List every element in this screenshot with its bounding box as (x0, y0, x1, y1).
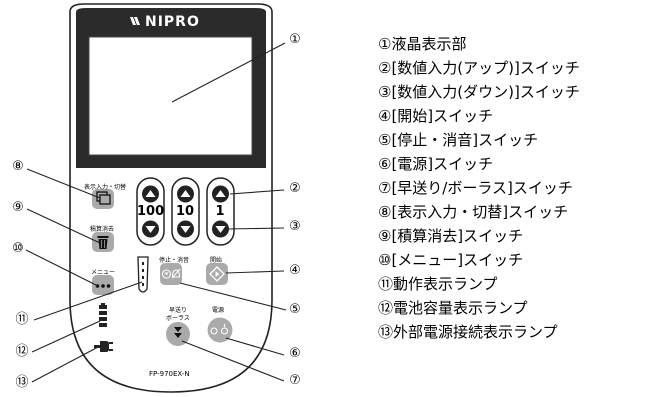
callout-4: ④ (289, 263, 301, 278)
clear-label: 積算消去 (90, 226, 115, 233)
digit-1-label: 1 (215, 204, 225, 219)
brand-logo: NIPRO (129, 14, 214, 32)
legend-item: ⑨[積算消去]スイッチ (378, 227, 524, 245)
fast-bolus-icon[interactable] (166, 322, 190, 346)
menu-label: メニュー (91, 269, 116, 276)
plug-icon (94, 341, 113, 352)
callout-11: ⑪ (15, 312, 29, 327)
leader-line-8 (26, 168, 101, 199)
callout-3: ③ (289, 219, 301, 234)
callout-1: ① (289, 32, 301, 47)
legend-list: ①液晶表示部 ②[数値入力(アップ)]スイッチ ③[数値入力(ダウン)]スイッチ… (378, 33, 580, 343)
callout-2: ② (289, 181, 301, 196)
callout-8: ⑧ (12, 159, 24, 174)
leader-line-1 (171, 42, 286, 103)
leader-line-12 (31, 320, 101, 353)
model-name: FP-970EX-N (149, 370, 190, 378)
callout-13: ⑬ (15, 375, 29, 390)
digit-10-label: 10 (175, 204, 195, 219)
legend-item: ⑧[表示入力・切替]スイッチ (378, 203, 569, 221)
start-icon[interactable] (206, 263, 228, 285)
legend-item: ⑬外部電源接続表示ランプ (378, 323, 558, 341)
lcd-screen (88, 36, 253, 156)
leader-line-3 (225, 227, 285, 230)
operation-lamp-icon (137, 256, 149, 293)
legend-item: ②[数値入力(アップ)]スイッチ (378, 59, 580, 77)
leader-line-6 (225, 337, 285, 356)
callout-5: ⑤ (289, 302, 301, 317)
brand-name: NIPRO (145, 14, 200, 30)
up-arrow-icon[interactable] (212, 185, 229, 203)
nipro-logo-icon (130, 17, 140, 25)
leader-line-13 (31, 345, 101, 383)
leader-line-9 (26, 208, 101, 244)
legend-item: ⑦[早送り/ボーラス]スイッチ (378, 179, 573, 197)
fast-bolus-label-line2: ボーラス (166, 315, 190, 322)
leader-line-5 (179, 282, 287, 311)
up-arrow-icon[interactable] (177, 185, 194, 203)
legend-item: ⑥[電源]スイッチ (378, 155, 494, 173)
callout-6: ⑥ (289, 346, 301, 361)
leader-line-11 (33, 281, 143, 321)
digit-100-label: 100 (137, 204, 165, 219)
display-input-switch-icon[interactable] (92, 189, 114, 209)
battery-icon (99, 303, 107, 327)
callout-9: ⑨ (12, 200, 24, 215)
legend-item: ④[開始]スイッチ (378, 107, 494, 125)
leader-line-7 (181, 340, 285, 382)
leader-line-10 (25, 249, 99, 287)
callout-10: ⑩ (12, 241, 24, 256)
leader-lines (25, 42, 287, 383)
callout-7: ⑦ (289, 373, 301, 388)
start-label: 開始 (210, 257, 223, 264)
display-input-label: 表示入力・切替 (84, 184, 127, 191)
callout-12: ⑫ (15, 344, 29, 359)
fast-bolus-label-line1: 早送り (169, 307, 188, 314)
legend-item: ③[数値入力(ダウン)]スイッチ (378, 83, 580, 101)
leader-line-2 (229, 189, 285, 195)
up-arrow-icon[interactable] (142, 185, 159, 203)
legend-item: ⑪動作表示ランプ (378, 275, 498, 293)
trash-icon[interactable] (92, 232, 114, 252)
down-arrow-icon[interactable] (177, 220, 194, 238)
legend-item: ①液晶表示部 (378, 35, 467, 53)
power-label: 電源 (212, 307, 225, 314)
leader-line-4 (225, 270, 285, 274)
power-icon[interactable] (207, 317, 233, 343)
stop-silence-icon[interactable] (160, 263, 182, 285)
legend-item: ⑩[メニュー]スイッチ (378, 251, 524, 269)
down-arrow-icon[interactable] (142, 220, 159, 238)
legend-item: ⑫電池容量表示ランプ (378, 299, 528, 317)
legend-item: ⑤[停止・消音]スイッチ (378, 131, 539, 149)
down-arrow-icon[interactable] (212, 220, 229, 238)
stop-silence-label: 停止・消音 (159, 257, 190, 264)
